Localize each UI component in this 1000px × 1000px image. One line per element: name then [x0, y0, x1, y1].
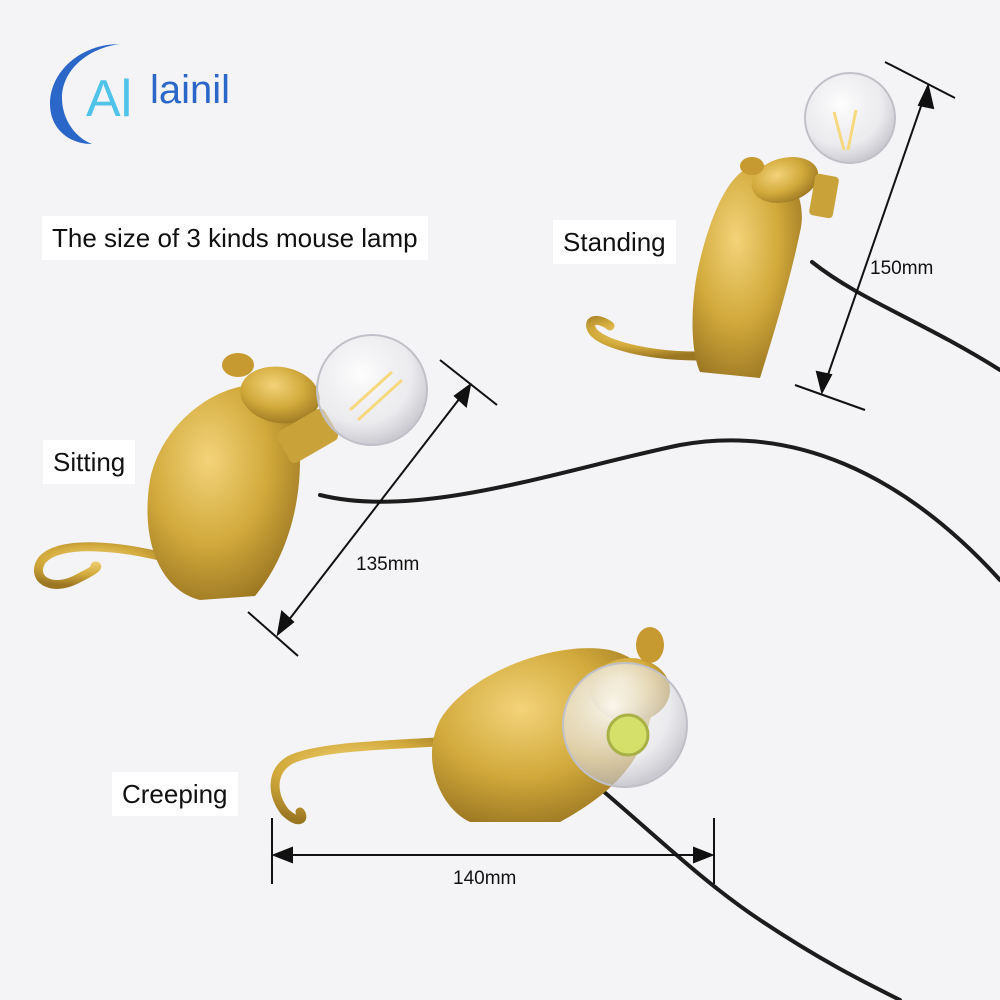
sitting-mouse-ear: [222, 353, 254, 377]
creeping-mouse-lamp: [270, 627, 688, 825]
power-cord: [318, 260, 1000, 1000]
sitting-filament: [348, 370, 404, 422]
page-title: The size of 3 kinds mouse lamp: [42, 216, 428, 260]
standing-size: 150mm: [870, 258, 934, 279]
sitting-mouse-head: [240, 366, 320, 424]
standing-mouse-head: [751, 156, 819, 204]
sitting-label: Sitting: [43, 440, 136, 484]
brand-logo: Al lainil: [40, 36, 280, 146]
brand-mark: Al: [86, 70, 132, 128]
sitting-bulb-socket: [276, 408, 339, 463]
standing-dimension-line: [794, 61, 956, 411]
standing-mouse-body: [692, 165, 802, 378]
standing-bulb-socket: [809, 173, 839, 219]
sitting-mouse-body: [147, 384, 300, 600]
standing-mouse-tail: [586, 316, 725, 361]
creeping-dimension-line: [271, 818, 715, 884]
standing-filament: [832, 109, 858, 151]
sitting-mouse-lamp: [33, 334, 428, 600]
creeping-mouse-tail: [270, 735, 475, 825]
sitting-size: 135mm: [356, 554, 420, 575]
brand-name: lainil: [150, 68, 231, 112]
creeping-mouse-ear: [636, 627, 664, 663]
standing-mouse-ear: [740, 157, 764, 175]
creeping-bulb-socket: [606, 713, 650, 757]
creeping-size: 140mm: [453, 868, 517, 889]
sitting-mouse-tail: [33, 542, 180, 589]
standing-bulb: [804, 72, 896, 164]
standing-mouse-lamp: [586, 72, 896, 378]
standing-label: Standing: [553, 220, 676, 264]
creeping-label: Creeping: [112, 772, 238, 816]
brand-crescent-icon: Al: [50, 44, 132, 144]
sitting-dimension-line: [247, 359, 498, 657]
